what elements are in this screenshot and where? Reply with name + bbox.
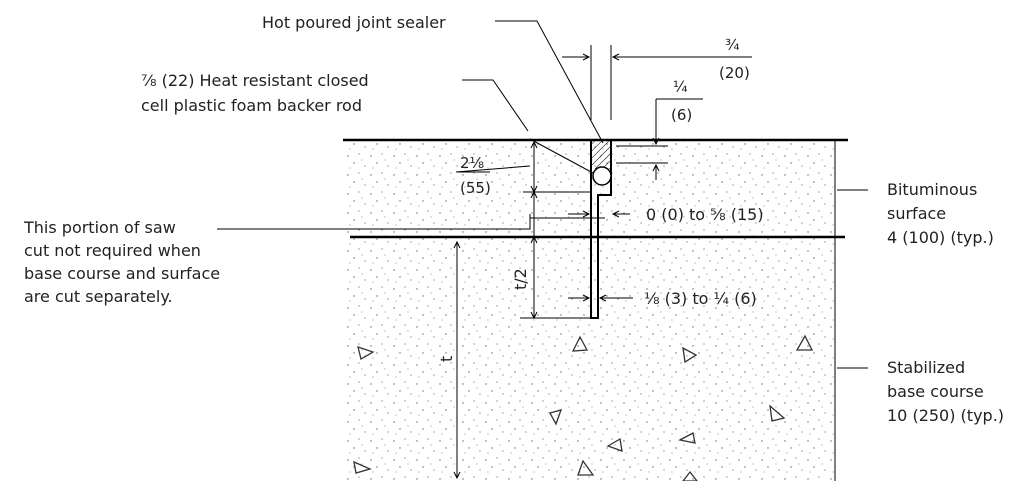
dim-left-vertical <box>520 140 590 320</box>
dim-slot-arrows <box>568 294 633 302</box>
dim-t <box>453 240 461 480</box>
dim-recess-depth <box>616 98 703 180</box>
dim-slot-range: ⅛ (3) to ¼ (6) <box>644 289 757 308</box>
bituminous-label-line1: Bituminous <box>887 180 977 199</box>
backer-rod <box>592 166 612 186</box>
joint-sealer <box>592 141 611 169</box>
backer-rod-label-line1: ⅞ (22) Heat resistant closed <box>141 71 369 90</box>
saw-cut-note-line3: base course and surface <box>24 264 220 283</box>
dim-twenty: (20) <box>719 64 750 82</box>
bituminous-label-line2: surface <box>887 204 946 223</box>
dim-gap-arrows <box>568 210 630 218</box>
dim-gap-range: 0 (0) to ⅝ (15) <box>646 205 764 224</box>
backer-rod-label-line2: cell plastic foam backer rod <box>141 96 362 115</box>
saw-cut-note-line4: are cut separately. <box>24 287 173 306</box>
base-course-label-line1: Stabilized <box>887 358 965 377</box>
dim-fifty-five: (55) <box>460 179 491 197</box>
dim-t-half: t/2 <box>511 268 530 290</box>
aggregate-symbols <box>353 334 814 481</box>
hot-poured-sealer-label: Hot poured joint sealer <box>262 13 446 32</box>
base-course-label-line2: base course <box>887 382 984 401</box>
dim-three-quarter: ¾ <box>725 36 740 54</box>
base-course-label-line3: 10 (250) (typ.) <box>887 406 1004 425</box>
dim-joint-width <box>562 45 752 120</box>
bituminous-label-line3: 4 (100) (typ.) <box>887 228 994 247</box>
saw-cut-note-line2: cut not required when <box>24 241 201 260</box>
dim-t: t <box>437 356 456 362</box>
dim-one-quarter: ¼ <box>673 78 688 96</box>
dim-six: (6) <box>671 106 692 124</box>
dim-two-eighth: 2⅛ <box>460 154 484 172</box>
leader-lines <box>217 20 868 369</box>
saw-cut <box>590 140 612 319</box>
saw-cut-note-line1: This portion of saw <box>23 218 176 237</box>
